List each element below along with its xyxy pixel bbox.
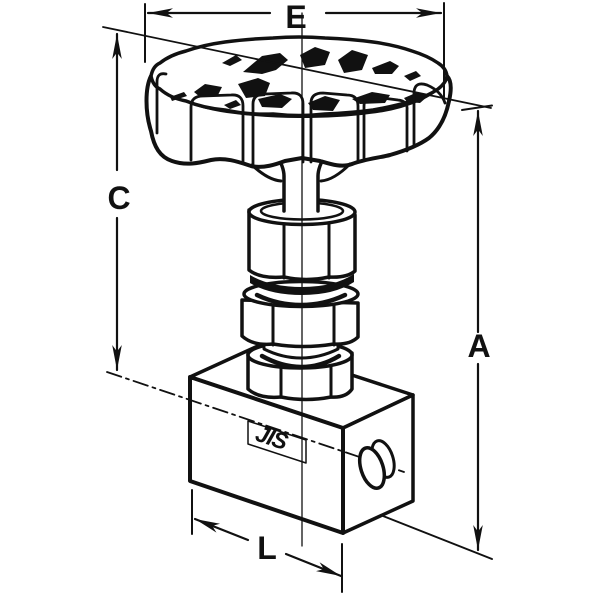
molded-marking <box>258 94 292 108</box>
molded-marking <box>372 61 399 74</box>
stem-fill <box>276 152 326 212</box>
logo-plate <box>247 420 307 464</box>
bonnet-hex-inner-rim <box>259 353 342 370</box>
handwheel <box>144 35 453 183</box>
molded-marking <box>243 53 288 74</box>
locknut-body <box>240 298 360 349</box>
scallop-groove <box>189 93 245 164</box>
molded-marking <box>300 47 330 68</box>
locknut-collar-inner <box>254 292 348 308</box>
molded-marking <box>194 84 222 97</box>
dimension-a: A <box>382 104 493 560</box>
molded-marking <box>224 100 241 109</box>
handwheel-hub-left <box>250 163 283 183</box>
body-front-face <box>188 375 345 535</box>
dimension-label-l: L <box>257 530 277 566</box>
extension-line-bottom <box>382 515 493 560</box>
dimension-e: E <box>144 0 445 98</box>
dimension-line-left <box>193 517 250 542</box>
dimension-label-c: C <box>107 180 130 216</box>
port-hole-rim <box>357 445 387 491</box>
molded-marking <box>222 55 242 66</box>
dimension-l: L <box>191 489 343 593</box>
scallop-groove <box>362 95 409 160</box>
molded-marking <box>404 92 428 103</box>
handwheel-scallops <box>155 72 447 167</box>
extension-tick-top <box>461 104 493 111</box>
molded-marking <box>338 50 368 73</box>
molded-marking <box>308 96 340 111</box>
top-datum-extension-line <box>102 26 492 109</box>
scallop-groove <box>155 72 168 135</box>
scallop-groove <box>309 91 360 164</box>
molded-marking <box>404 71 421 81</box>
dimension-c: C <box>107 32 131 372</box>
port-centerline <box>106 371 405 473</box>
handwheel-top-face <box>149 35 449 118</box>
scallop-groove <box>412 82 447 148</box>
molded-marking <box>170 92 187 101</box>
dimension-line-right <box>284 552 343 578</box>
packing-nut-shadow-band <box>250 274 354 295</box>
dimension-label-e: E <box>285 0 306 35</box>
dimension-label-a: A <box>467 328 490 364</box>
valve-body: JIS <box>106 343 415 535</box>
handwheel-hub-right <box>319 162 352 183</box>
